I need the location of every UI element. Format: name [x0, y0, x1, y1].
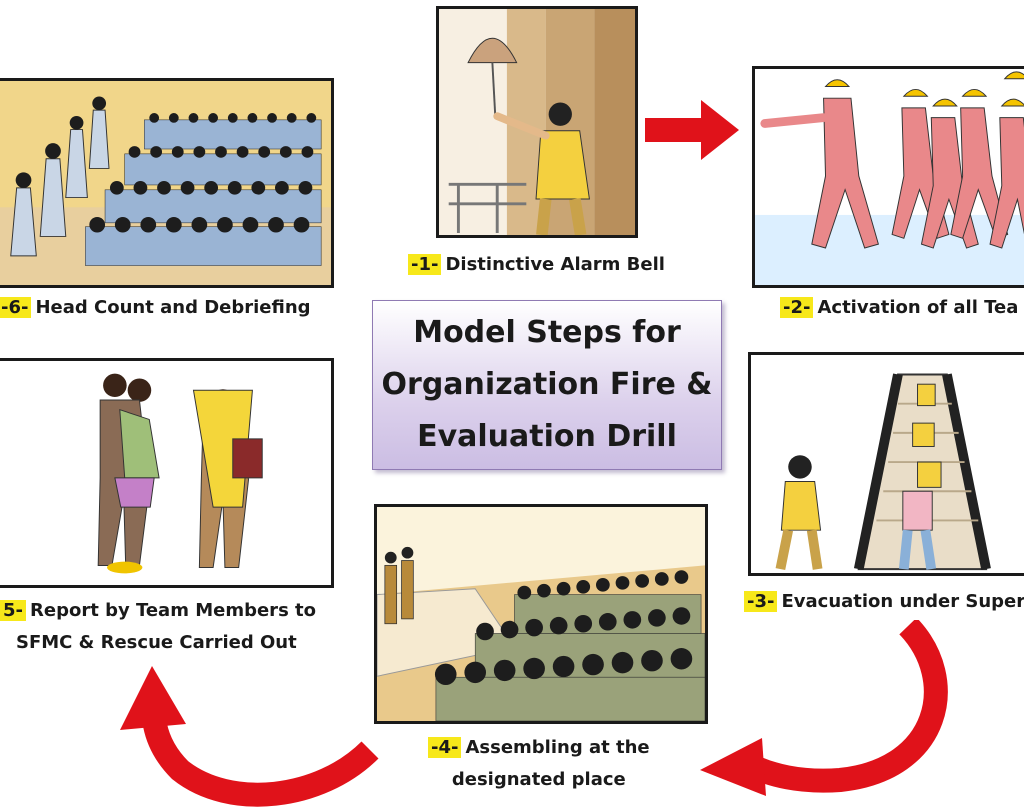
step-5-label: Report by Team Members to — [30, 600, 317, 621]
step-3-caption: -3-Evacuation under Super — [744, 586, 1024, 618]
step-3-number: -3- — [744, 591, 778, 612]
step-2-number: -2- — [780, 297, 814, 318]
step-5-caption: 5-Report by Team Members to SFMC & Rescu… — [0, 595, 316, 659]
step-5-number: 5- — [0, 600, 26, 621]
step-5-label-line2: SFMC & Rescue Carried Out — [16, 632, 297, 653]
step-6-label: Head Count and Debriefing — [35, 297, 311, 318]
step-4-label-line2: designated place — [451, 769, 626, 790]
step-2-label: Activation of all Tea — [817, 297, 1019, 318]
step-1-label: Distinctive Alarm Bell — [445, 254, 665, 275]
panel-evacuation — [748, 352, 1024, 576]
panel-report-rescue — [0, 358, 334, 588]
step-1-number: -1- — [408, 254, 442, 275]
arrow-step1-to-step2 — [645, 100, 739, 160]
step-6-caption: -6-Head Count and Debriefing — [0, 292, 311, 324]
arrow-step3-to-step4 — [700, 620, 948, 796]
step-4-label: Assembling at the — [465, 737, 650, 758]
panel-activation — [752, 66, 1024, 288]
step-4-number: -4- — [428, 737, 462, 758]
title-box: Model Steps for Organization Fire & Eval… — [372, 300, 722, 470]
arrow-step4-to-step5 — [120, 666, 379, 807]
panel-alarm-bell — [436, 6, 638, 238]
step-4-caption: -4-Assembling at the designated place — [428, 732, 650, 796]
step-2-caption: -2-Activation of all Tea — [780, 292, 1018, 324]
diagram-title: Model Steps for Organization Fire & Eval… — [381, 315, 713, 454]
step-6-number: -6- — [0, 297, 32, 318]
panel-assembling — [374, 504, 708, 724]
step-1-caption: -1-Distinctive Alarm Bell — [408, 249, 665, 281]
step-3-label: Evacuation under Super — [781, 591, 1024, 612]
panel-head-count — [0, 78, 334, 288]
